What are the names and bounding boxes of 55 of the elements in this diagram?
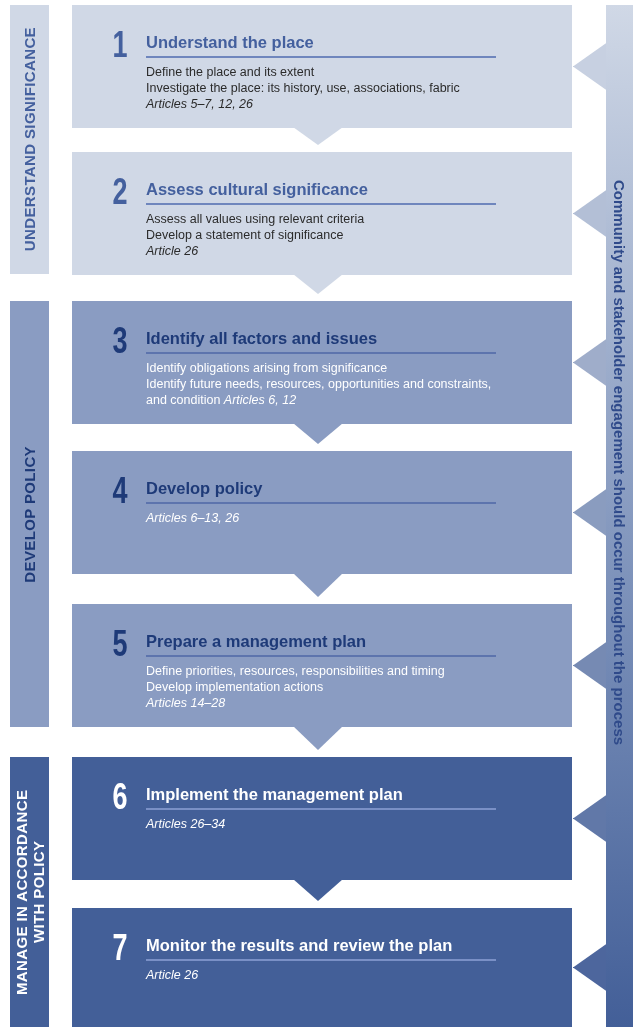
step-number: 7 [112, 930, 128, 966]
step-description: Assess all values using relevant criteria [146, 211, 366, 227]
step-number: 5 [112, 626, 128, 662]
chevron-arrow [293, 423, 343, 444]
chevron-arrow [293, 726, 343, 750]
step-description: Develop implementation actions [146, 679, 325, 695]
step-box [72, 301, 572, 424]
step-number: 3 [112, 323, 128, 359]
article-reference: Article 26 [146, 967, 200, 983]
step-box [72, 604, 572, 727]
side-label: Community and stakeholder engagement should occur throughout the process [611, 180, 628, 746]
section-label: DEVELOP POLICY [21, 445, 38, 583]
article-reference: Articles 26–34 [146, 816, 227, 832]
step-box [72, 5, 572, 128]
article-reference: Article 26 [146, 243, 200, 259]
step-heading: Identify all factors and issues [146, 327, 496, 354]
chevron-arrow [572, 641, 607, 690]
section-label: UNDERSTAND SIGNIFICANCE [21, 27, 38, 252]
chevron-arrow [293, 274, 343, 294]
step-heading: Understand the place [146, 31, 496, 58]
side-band [606, 5, 633, 1027]
step-box [72, 757, 572, 880]
section-band [10, 757, 49, 1027]
step-number: 1 [112, 27, 128, 63]
chevron-arrow [572, 488, 607, 537]
article-reference: Articles 14–28 [146, 695, 227, 711]
article-reference: Articles 6–13, 26 [146, 510, 241, 526]
step-box [72, 451, 572, 574]
chevron-arrow [572, 794, 607, 843]
step-number: 6 [112, 779, 128, 815]
chevron-arrow [572, 189, 607, 238]
step-description: Develop a statement of significance [146, 227, 345, 243]
step-description: Identify future needs, resources, opportunities and constraints, and condition Articles 6, 12 [146, 376, 493, 408]
chevron-arrow [572, 338, 607, 387]
step-description: Define the place and its extent [146, 64, 316, 80]
section-band [10, 5, 49, 274]
section-label: MANAGE IN ACCORDANCE WITH POLICY [12, 788, 47, 997]
step-description: Identify obligations arising from significance [146, 360, 389, 376]
chevron-arrow [572, 42, 607, 91]
step-heading: Implement the management plan [146, 783, 496, 810]
step-heading: Develop policy [146, 477, 496, 504]
chevron-arrow [572, 943, 607, 992]
step-box [72, 908, 572, 1027]
chevron-arrow [293, 879, 343, 901]
step-box [72, 152, 572, 275]
step-number: 4 [112, 473, 128, 509]
step-description: Investigate the place: its history, use, associations, fabric [146, 80, 461, 96]
step-description: Define priorities, resources, responsibilities and timing [146, 663, 446, 679]
article-reference: Articles 5–7, 12, 26 [146, 96, 254, 112]
step-heading: Assess cultural significance [146, 178, 496, 205]
chevron-arrow [293, 573, 343, 597]
section-band [10, 301, 49, 727]
step-number: 2 [112, 174, 128, 210]
step-heading: Prepare a management plan [146, 630, 496, 657]
step-heading: Monitor the results and review the plan [146, 934, 496, 961]
